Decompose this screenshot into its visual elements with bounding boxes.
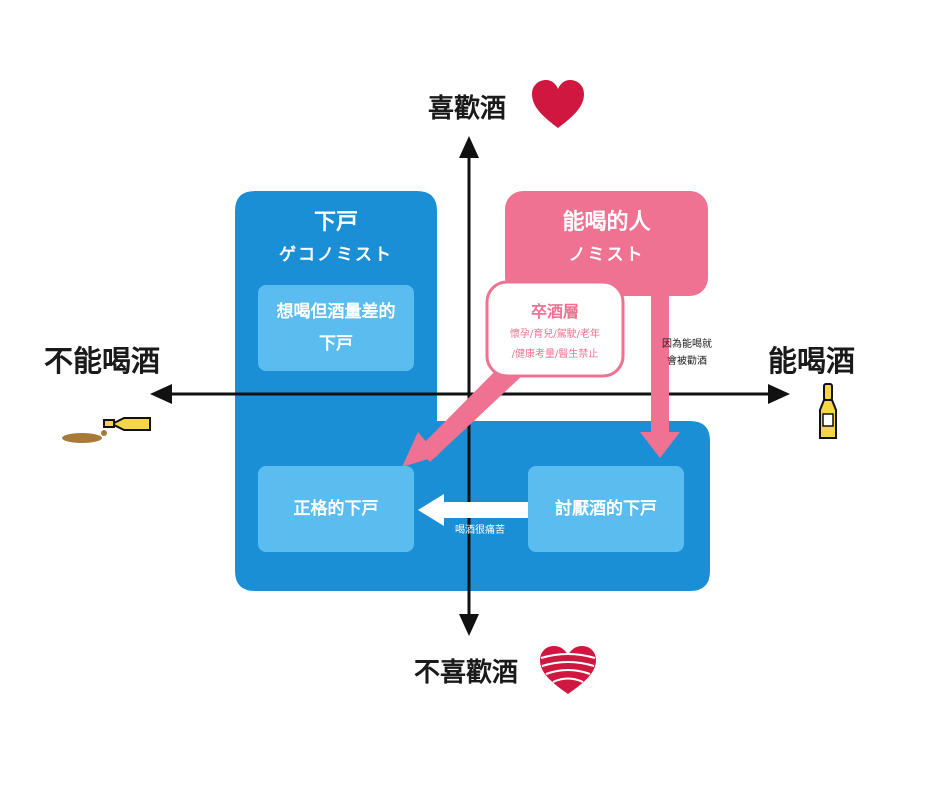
heart-icon [532,80,584,128]
axis-label-top: 喜歡酒 [428,94,507,124]
quit-arrow [418,360,524,462]
cell-want-drink-label: 想喝但酒量差的下戸 [276,302,396,354]
axis-label-bottom: 不喜歡酒 [414,658,519,688]
quit-arrow-head [402,432,438,467]
drinker-title: 能喝的人 [562,210,651,235]
quit-box [485,280,625,378]
cell-true-geco: 正格的下戸 [258,466,414,552]
pressured-note-line-2: 會被勸酒 [667,356,707,367]
spilled-bottle-icon [62,417,151,443]
pressure-arrow-shaft [651,296,669,434]
axis-arrow-right [768,384,790,404]
quit-line-1: 懷孕/育兒/駕駛/老年 [509,329,601,340]
cell-hate-alcohol-label: 討厭酒的下戸 [555,499,657,519]
cell-true-geco-label: 正格的下戸 [293,499,379,519]
pressured-note: 因為能喝就 會被勸酒 [652,336,722,370]
cell-hate-alcohol: 討厭酒的下戸 [528,466,684,552]
painful-arrow-shaft [440,502,528,518]
axis-arrow-down [459,614,479,636]
geco-title: 下戸 [313,210,358,235]
drinker-block [505,191,708,296]
axis-label-left: 不能喝酒 [44,344,161,378]
axis-arrow-left [150,384,172,404]
geco-subtitle: ゲコノミスト [279,245,393,265]
axis-arrow-up [459,136,479,158]
painful-note: 喝酒很痛苦 [455,525,505,536]
quit-title: 卒酒層 [530,302,579,321]
striped-heart-icon [540,646,596,694]
axis-label-right: 能喝酒 [768,344,856,378]
bottle-icon [819,383,837,439]
pressured-note-line-1: 因為能喝就 [662,339,712,350]
cell-want-drink: 想喝但酒量差的下戸 [258,285,414,371]
drinker-subtitle: ノミスト [568,245,645,265]
painful-arrow-head [418,494,444,526]
pressure-arrow-head [640,432,680,458]
quit-line-2: /健康考量/醫生禁止 [511,349,599,360]
